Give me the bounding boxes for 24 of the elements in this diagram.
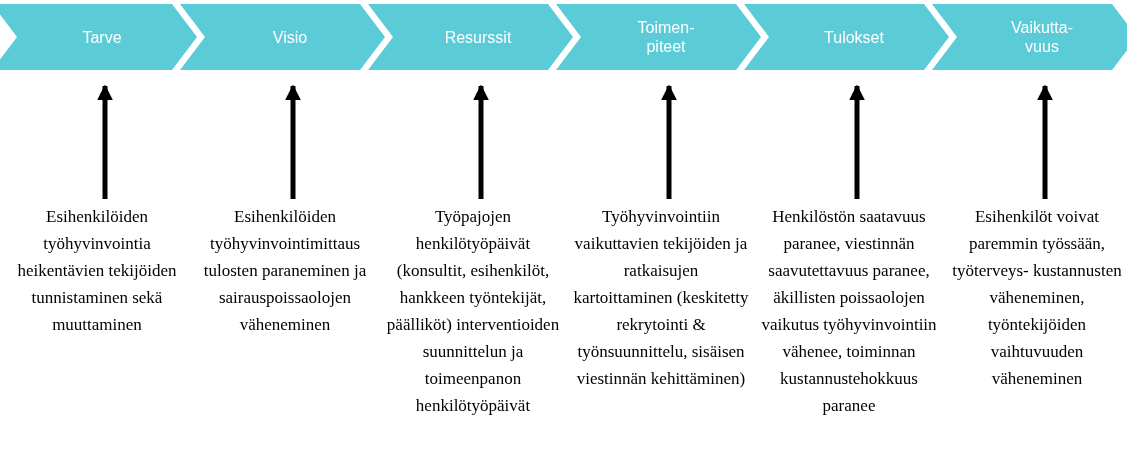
step-label: Tarve xyxy=(81,27,123,47)
chevron-step xyxy=(556,4,761,70)
description-text: Esihenkilöiden työhyvinvointimittaus tulosten paraneminen ja sairauspoissaolojen väheneminen xyxy=(202,206,368,336)
chevron-step xyxy=(180,4,385,70)
description-text: Henkilöstön saatavuus paranee, viestinnän saavutettavuus paranee, äkillisten poissaolojen vaikutus työhyvinvointiin vähenee, toiminnan kustannustehokkuus paranee xyxy=(761,206,937,417)
arrow xyxy=(473,84,489,199)
arrow xyxy=(661,84,677,199)
chevron-step xyxy=(932,4,1127,70)
description-text: Esihenkilöt voivat paremmin työssään, työterveys- kustannusten väheneminen, työntekijöiden vaihtuvuuden väheneminen xyxy=(951,206,1123,390)
step-label: Toimen- piteet xyxy=(636,18,696,56)
arrow xyxy=(849,84,865,199)
chevron-step xyxy=(744,4,949,70)
chevron-step xyxy=(0,4,197,70)
arrow xyxy=(1037,84,1053,199)
chevron-step xyxy=(368,4,573,70)
description-text: Esihenkilöiden työhyvinvointia heikentävien tekijöiden tunnistaminen sekä muuttaminen xyxy=(16,206,178,336)
description-text: Työhyvinvointiin vaikuttavien tekijöiden ja ratkaisujen kartoittaminen (keskitetty rekrytointi & työnsuunnittelu, sisäisen viestinnän kehittäminen) xyxy=(573,206,749,390)
step-label: Vaikutta- vuus xyxy=(1010,18,1074,56)
step-label: Resurssit xyxy=(443,27,513,47)
description-text: Työpajojen henkilötyöpäivät (konsultit, esihenkilöt, hankkeen työntekijät, päälliköt) interventioiden suunnittelun ja toimeenpanon henkilötyöpäivät xyxy=(385,206,561,417)
arrow xyxy=(285,84,301,199)
step-label: Tulokset xyxy=(823,27,885,47)
arrow xyxy=(97,84,113,199)
step-label: Visio xyxy=(271,27,309,47)
